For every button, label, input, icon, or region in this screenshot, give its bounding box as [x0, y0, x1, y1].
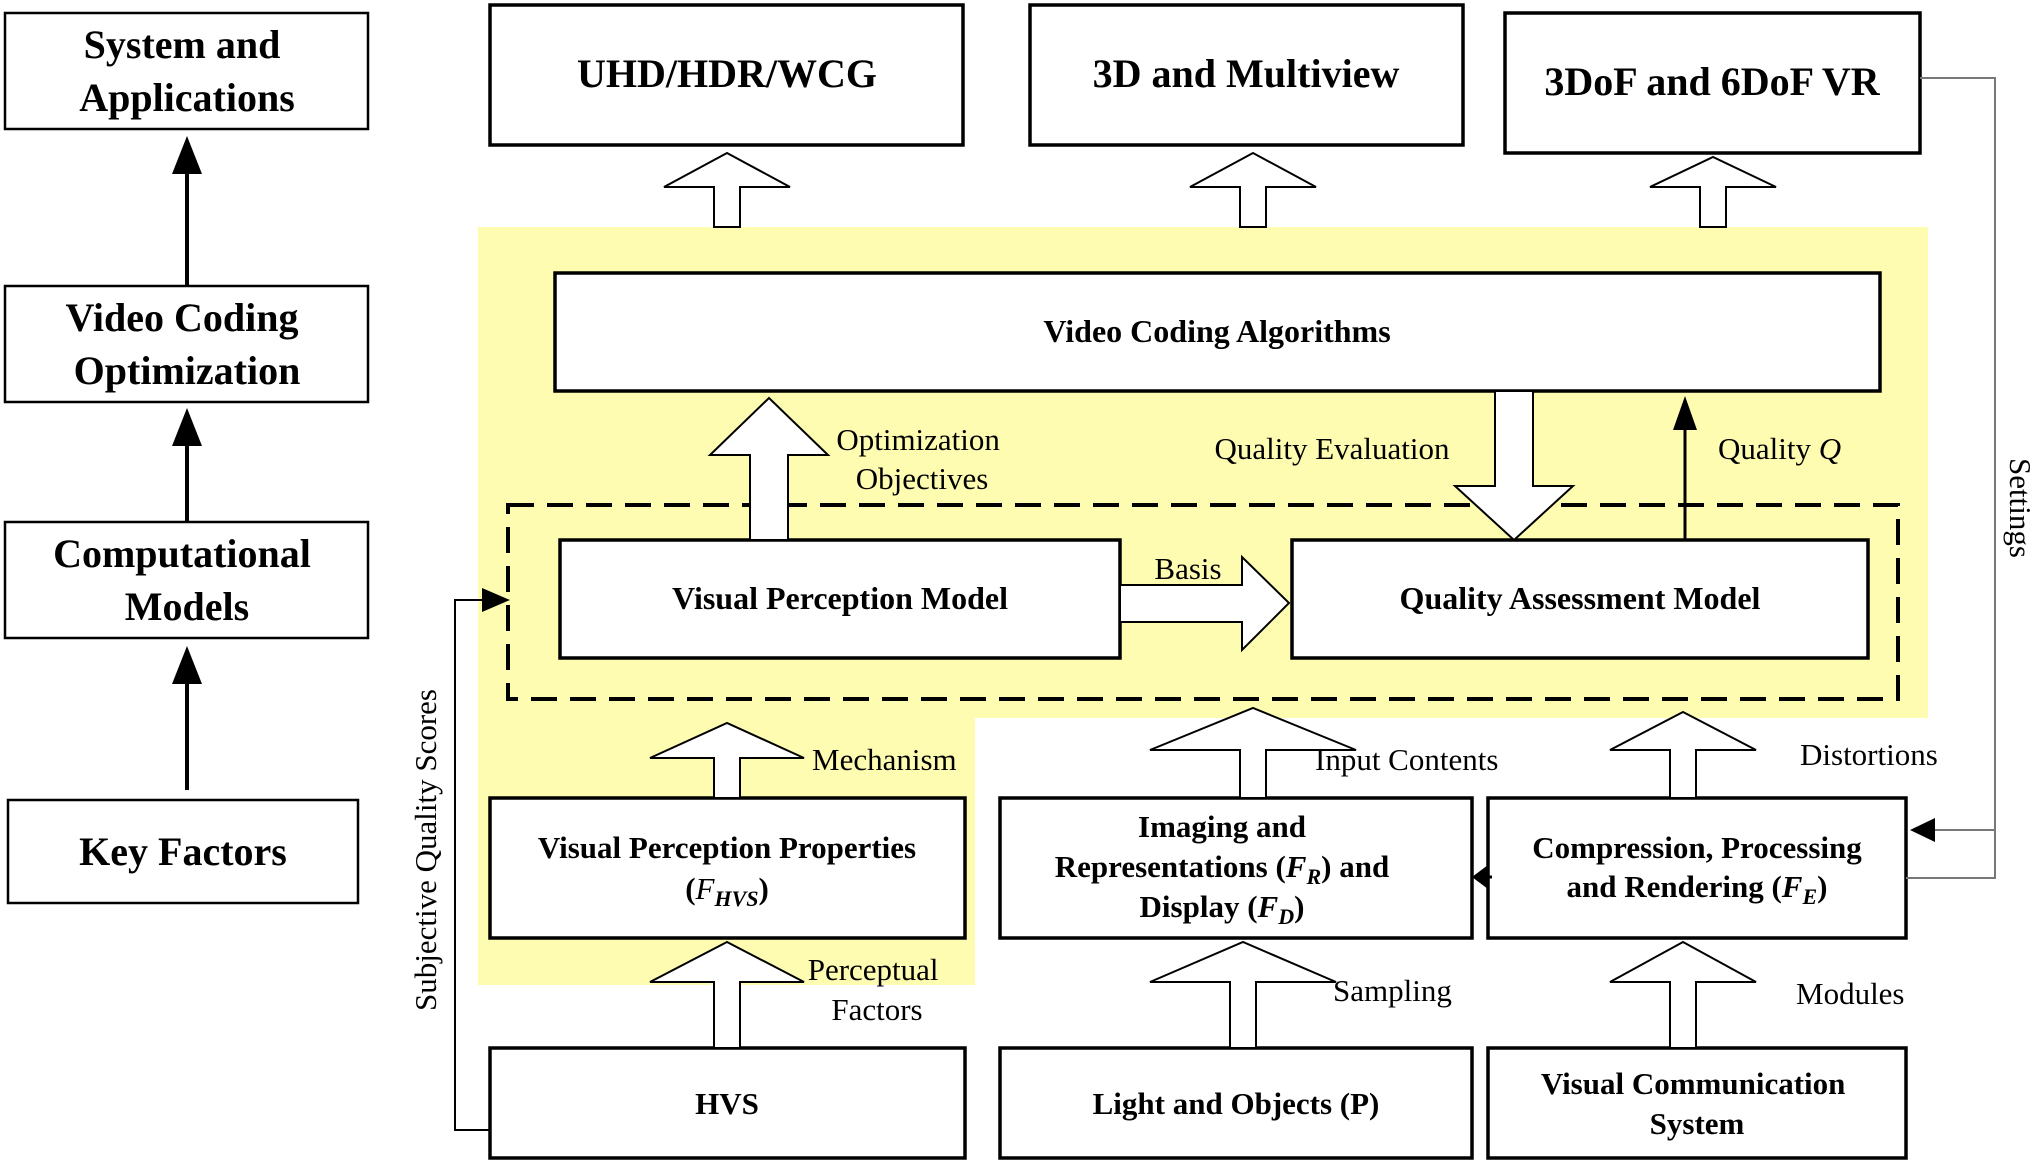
- hollow-arrow-to-uhd: [663, 151, 791, 228]
- quality-assessment-model-box: [1290, 538, 1870, 660]
- vpp-line2: (FHVS): [685, 871, 769, 911]
- hollow-arrow-optimization: [707, 396, 831, 541]
- subjective-quality-scores-label: Subjective Quality Scores: [408, 689, 443, 1011]
- compression-line2: and Rendering (FE): [1566, 869, 1827, 909]
- multiview-box: [1028, 3, 1465, 147]
- hollow-arrow-basis: [1119, 554, 1291, 653]
- computational-models-line2: Models: [125, 584, 249, 629]
- multiview-label: 3D and Multiview: [1093, 51, 1400, 96]
- perceptual-factors-line1: Perceptual: [808, 952, 939, 987]
- key-factors-box: [6, 798, 360, 905]
- quality-q-variable: Q: [1819, 431, 1841, 466]
- settings-arrowhead: [1910, 818, 1935, 842]
- sampling-label: Sampling: [1333, 973, 1452, 1008]
- hollow-arrow-input-contents: [1149, 706, 1357, 799]
- svg-text:Video Coding Optimization: Video Coding Optimization: [65, 295, 308, 393]
- hollow-arrow-to-vr: [1649, 155, 1777, 228]
- compression-processing-box: [1486, 796, 1908, 940]
- basis-label: Basis: [1154, 551, 1221, 586]
- vcs-line1: Visual Communication: [1541, 1066, 1846, 1101]
- hollow-arrow-distortions: [1609, 710, 1757, 799]
- uhd-box: [488, 3, 965, 147]
- hollow-arrow-to-multiview: [1189, 151, 1317, 228]
- key-factors-label: Key Factors: [79, 829, 287, 874]
- computational-models-box: [3, 520, 370, 640]
- hollow-arrow-sampling: [1149, 940, 1337, 1049]
- video-coding-optimization-line2: Optimization: [74, 348, 301, 393]
- visual-perception-model-box: [558, 538, 1122, 660]
- system-applications-line2: Applications: [79, 75, 295, 120]
- visual-communication-system-box: [1486, 1046, 1908, 1160]
- quality-evaluation-label: Quality Evaluation: [1214, 431, 1450, 466]
- hollow-arrow-mechanism: [649, 721, 805, 799]
- quality-q-arrowhead: [1673, 396, 1697, 430]
- settings-loop-line: [1906, 77, 1996, 879]
- hollow-arrow-modules: [1609, 940, 1757, 1049]
- computational-models-line1: Computational: [53, 531, 311, 576]
- imaging-line2: Representations (FR) and: [1055, 849, 1389, 889]
- mechanism-label: Mechanism: [812, 742, 957, 777]
- svg-text:Imaging and: Imaging and: [1138, 809, 1306, 844]
- svg-text:Computational Models: Computational Models: [53, 531, 321, 629]
- settings-label: Settings: [2003, 458, 2038, 558]
- svg-text:Perceptual Factors: Perceptual Factors: [808, 952, 947, 1027]
- vpp-line1: Visual Perception Properties: [538, 830, 916, 865]
- perceptual-factors-line2: Factors: [831, 992, 922, 1027]
- hollow-arrow-perceptual-factors: [649, 940, 805, 1049]
- optimization-objectives-line1: Optimization: [836, 422, 1000, 457]
- visual-perception-properties-box: [488, 796, 967, 940]
- imaging-line1: Imaging and: [1138, 809, 1306, 844]
- hollow-arrow-quality-evaluation: [1452, 390, 1576, 542]
- svg-text:Optimization Objectives: Optimization Objectives: [836, 422, 1007, 496]
- imaging-representations-box: [998, 796, 1474, 940]
- distortions-label: Distortions: [1800, 737, 1938, 772]
- video-coding-optimization-box: [3, 284, 370, 404]
- optimization-objectives-line2: Objectives: [856, 461, 989, 496]
- video-coding-algorithms-box: [553, 271, 1882, 393]
- modules-label: Modules: [1796, 976, 1905, 1011]
- subjective-scores-loop-line: [454, 599, 490, 1131]
- svg-text:Visual Perception Properties: Visual Perception Properties: [538, 830, 916, 865]
- light-objects-box: [998, 1046, 1474, 1160]
- arrowhead-optimization-to-system: [172, 136, 202, 174]
- vcs-line2: System: [1650, 1106, 1745, 1141]
- svg-text:Visual Communication Syste: Visual Communication System: [1541, 1066, 1853, 1141]
- video-coding-optimization-line1: Video Coding: [65, 295, 298, 340]
- input-contents-label: Input Contents: [1315, 742, 1498, 777]
- compression-to-imaging-arrowhead: [1472, 865, 1488, 889]
- arrowhead-keyfactors-to-computational: [172, 646, 202, 684]
- visual-perception-model-label: Visual Perception Model: [672, 580, 1008, 616]
- subjective-scores-arrowhead: [482, 588, 510, 612]
- quality-assessment-model-label: Quality Assessment Model: [1400, 580, 1761, 616]
- system-applications-box: [3, 11, 370, 131]
- video-coding-algorithms-label: Video Coding Algorithms: [1043, 313, 1390, 349]
- compression-line1: Compression, Processing: [1532, 830, 1862, 865]
- svg-text:System and Applications: System and Applications: [79, 22, 295, 120]
- light-objects-label: Light and Objects (P): [1093, 1086, 1380, 1121]
- uhd-label: UHD/HDR/WCG: [577, 51, 877, 96]
- quality-q-label: Quality Q: [1718, 431, 1841, 466]
- imaging-line3: Display (FD): [1140, 889, 1305, 929]
- svg-text:Compression, Processing: Compression, Processing: [1532, 830, 1862, 865]
- vr-label: 3DoF and 6DoF VR: [1544, 59, 1880, 104]
- model-dashed-container: [506, 503, 1900, 701]
- vr-box: [1503, 11, 1922, 155]
- arrowhead-computational-to-optimization: [172, 408, 202, 446]
- hvs-label: HVS: [695, 1086, 759, 1121]
- system-applications-line1: System and: [84, 22, 281, 67]
- hvs-box: [488, 1046, 967, 1160]
